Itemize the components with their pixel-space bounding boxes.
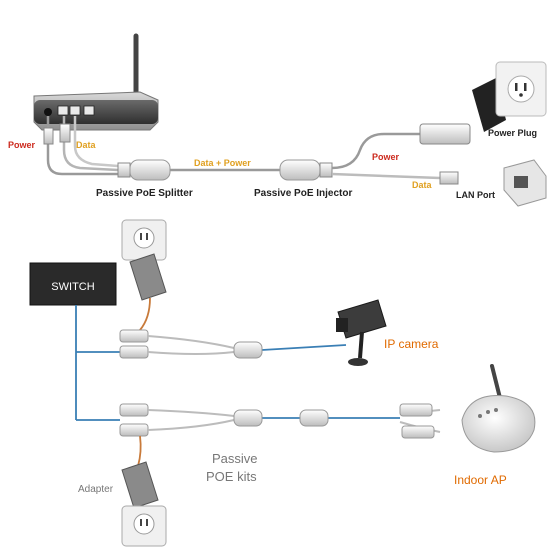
poe-splitter	[117, 159, 171, 181]
outlet-top-slot-l	[140, 233, 142, 240]
switch-box	[29, 262, 117, 306]
outlet-bottom-slot-r	[146, 519, 148, 526]
label-data-power: Data + Power	[194, 158, 251, 168]
power-cable-bottom	[137, 435, 142, 467]
lan-port	[439, 159, 547, 207]
ap-kit-merge-left	[233, 409, 263, 427]
injector-plug	[319, 162, 333, 178]
injector-body	[279, 159, 321, 181]
ap-kit-plug-data	[119, 403, 149, 417]
ap-kit-merge-right	[299, 409, 329, 427]
ap-led-3	[494, 408, 498, 412]
poe-injector	[279, 159, 333, 181]
label-data-power-text: Data + Power	[194, 158, 251, 168]
adapter-top	[129, 253, 167, 301]
ap-kit-plug-power	[119, 423, 149, 437]
camera-base	[348, 358, 368, 366]
wall-outlet	[495, 61, 547, 117]
outlet-bottom	[121, 505, 167, 547]
splitter-body	[129, 159, 171, 181]
camera-mount	[358, 331, 364, 359]
label-data-left: Data	[76, 140, 97, 150]
outlet-slot-left	[515, 83, 518, 91]
camera-kit-merge	[233, 341, 263, 359]
power-adapter-barrel	[419, 123, 471, 145]
camera-kit-plug-power	[119, 329, 149, 343]
label-power-plug: Power Plug	[488, 128, 537, 138]
router-lan-port-2	[69, 105, 81, 116]
router	[33, 33, 159, 131]
label-splitter: Passive PoE Splitter	[96, 188, 193, 199]
camera-poe-kit	[119, 329, 263, 359]
lan-plug	[439, 171, 459, 185]
ap-poe-kit-left	[119, 403, 263, 437]
label-indoor-ap: Indoor AP	[454, 473, 507, 487]
router-back-panel	[34, 100, 158, 124]
outlet-ground	[519, 93, 523, 97]
outlet-top-slot-r	[146, 233, 148, 240]
dc-plug-left	[43, 127, 54, 145]
ap-body	[461, 395, 536, 453]
outlet-slot-right	[524, 83, 527, 91]
rj45-plug-left	[59, 123, 71, 143]
data-cable-right	[331, 172, 441, 180]
camera-lens	[336, 318, 348, 332]
router-wan-port	[83, 105, 95, 116]
label-injector: Passive PoE Injector	[254, 188, 352, 199]
eth-camera-run	[261, 344, 347, 351]
switch: SWITCH	[29, 262, 117, 306]
outlet-face	[507, 75, 535, 103]
data-cable-left	[62, 116, 119, 172]
camera-kit-plug-data	[119, 345, 149, 359]
outlet-top	[121, 219, 167, 261]
label-lan-port: LAN Port	[456, 190, 495, 200]
router-lan-port-1	[57, 105, 69, 116]
label-power-right: Power	[372, 152, 400, 162]
label-power-left: Power	[8, 140, 36, 150]
label-adapter: Adapter	[78, 484, 114, 495]
lan-socket	[514, 176, 528, 188]
ap-led-1	[478, 414, 482, 418]
outlet-bottom-face	[133, 513, 155, 535]
router-power-port	[44, 108, 52, 116]
outlet-top-face	[133, 227, 155, 249]
outlet-bottom-slot-l	[140, 519, 142, 526]
power-cable-left	[46, 116, 118, 176]
label-passive: Passive	[212, 451, 258, 466]
camera-kit-wire-1	[147, 335, 235, 349]
ap-kit-plug-out-1	[399, 403, 433, 417]
ip-camera	[336, 299, 387, 366]
label-poe-kits: POE kits	[206, 469, 257, 484]
data-cable-left-2	[73, 116, 119, 168]
indoor-ap	[461, 364, 536, 453]
ap-kit-wire-1	[147, 409, 235, 417]
ethernet-lines	[75, 305, 400, 421]
ap-led-2	[486, 410, 490, 414]
label-switch: SWITCH	[51, 281, 94, 293]
adapter-bottom	[121, 461, 159, 509]
ap-poe-kit-right	[299, 403, 441, 439]
power-cable-right	[331, 132, 420, 170]
router-cables	[46, 116, 119, 176]
label-ip-camera: IP camera	[384, 337, 439, 351]
ap-kit-plug-out-2	[401, 425, 435, 439]
splitter-plug	[117, 162, 131, 178]
label-data-right: Data	[412, 180, 433, 190]
camera-kit-wire-2	[147, 351, 235, 355]
ap-kit-wire-2	[147, 419, 235, 431]
